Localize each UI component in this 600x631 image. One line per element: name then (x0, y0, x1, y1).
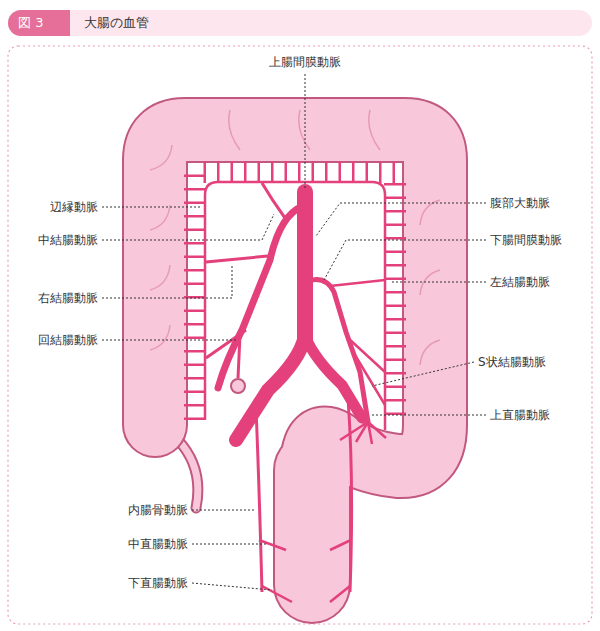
leader-line (102, 214, 274, 240)
artery-label: 中直腸動脈 (126, 536, 190, 552)
aorta (297, 192, 313, 340)
artery-label: 左結腸動脈 (488, 274, 552, 290)
ima-branches (330, 280, 386, 444)
leader-line (316, 203, 486, 236)
figure-number-tab: 図 3 (8, 10, 70, 36)
marginal-artery (205, 182, 385, 430)
appendix (178, 440, 198, 508)
artery-label: 下腸間膜動脈 (488, 232, 564, 248)
leader-line (324, 240, 486, 280)
artery-label: 腹部大動脈 (488, 195, 552, 211)
artery-label: 辺縁動脈 (48, 199, 100, 215)
artery-label: 下直腸動脈 (126, 575, 190, 591)
artery-label: 上直腸動脈 (488, 407, 552, 423)
vasa-recta (195, 172, 395, 425)
colon (155, 130, 435, 470)
leader-line (372, 362, 474, 386)
common-iliac (236, 336, 305, 440)
ileum-end (231, 379, 245, 393)
leader-line (390, 282, 486, 283)
sma (218, 206, 303, 388)
rectum-outline (273, 470, 351, 585)
leader-line (102, 264, 232, 298)
dotted-frame (8, 46, 592, 624)
header-band (8, 10, 592, 36)
figure-title: 大腸の血管 (84, 10, 149, 36)
rectum (275, 470, 349, 585)
leader-line (192, 510, 255, 511)
leader-lines (102, 74, 486, 590)
sma-branches (206, 183, 285, 378)
leader-line (372, 415, 486, 416)
leader-line (192, 583, 272, 590)
colon-outline (155, 130, 435, 470)
artery-label: S状結腸動脈 (476, 354, 548, 370)
leader-line (102, 207, 200, 208)
leader-line (102, 340, 236, 341)
appendix-outline (178, 440, 198, 508)
artery-label: 内腸骨動脈 (126, 502, 190, 518)
leader-line (305, 74, 306, 188)
ima (305, 280, 368, 422)
leader-line (192, 544, 268, 545)
artery-label: 中結腸動脈 (36, 232, 100, 248)
artery-label: 回結腸動脈 (36, 332, 100, 348)
rectal-branches (259, 540, 351, 602)
figure-number: 図 3 (8, 10, 53, 36)
internal-iliac (256, 398, 352, 592)
artery-label: 右結腸動脈 (36, 290, 100, 306)
artery-label: 上腸間膜動脈 (267, 54, 343, 70)
